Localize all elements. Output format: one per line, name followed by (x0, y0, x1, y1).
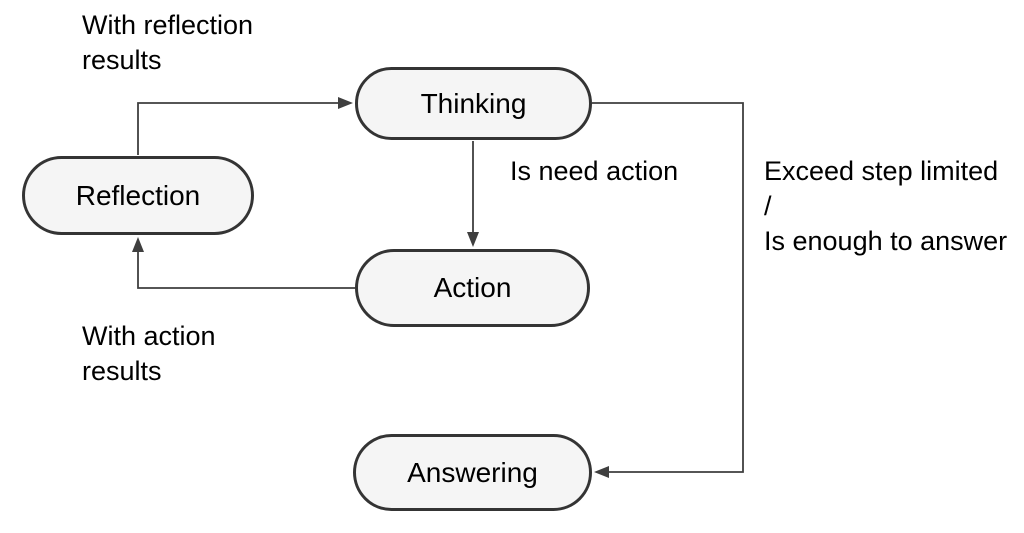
node-action-label: Action (433, 272, 512, 303)
node-thinking-label: Thinking (420, 87, 527, 119)
edge-reflection-to-thinking (137, 97, 353, 155)
edge-label-exceed-step-limited: Exceed step limited / Is enough to answe… (764, 156, 1008, 256)
node-thinking: Thinking (355, 67, 592, 140)
node-action: Action (355, 249, 590, 327)
node-answering: Answering (353, 434, 592, 511)
node-answering-label: Answering (407, 456, 538, 488)
edge-label-with-reflection-results: With reflection results (82, 10, 254, 75)
node-reflection-label: Reflection (75, 179, 201, 211)
edge-action-to-reflection (132, 237, 355, 289)
edge-label-is-need-action: Is need action (510, 156, 679, 186)
edge-label-with-action-results: With action results (82, 321, 216, 386)
edge-thinking-to-answering (592, 102, 744, 478)
node-reflection: Reflection (22, 156, 254, 235)
